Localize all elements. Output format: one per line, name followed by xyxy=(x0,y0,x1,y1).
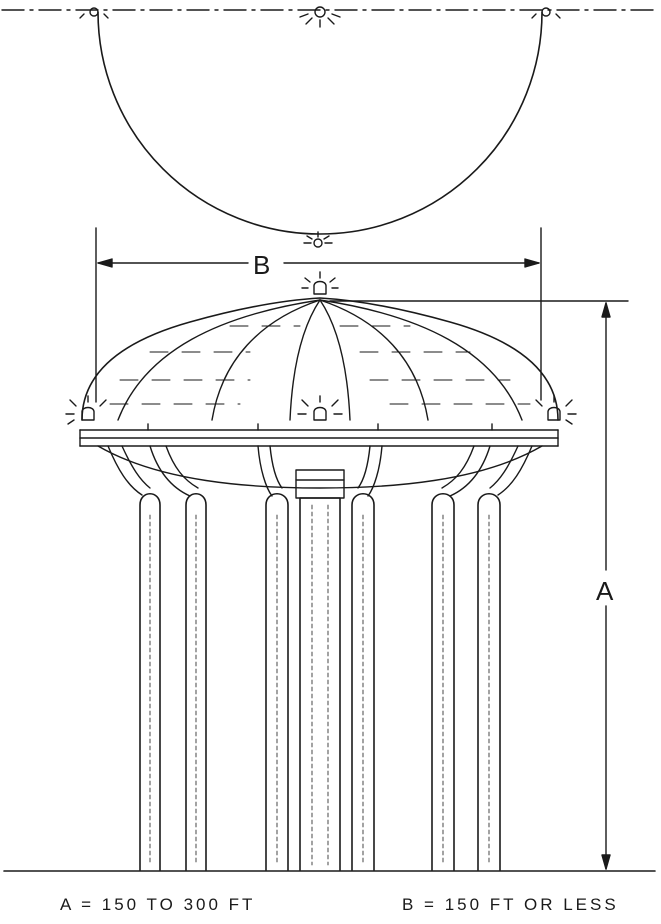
side-light-left-icon xyxy=(65,395,107,425)
side-light-center-icon xyxy=(297,395,343,421)
caption-a-range: A = 150 TO 300 FT xyxy=(60,895,256,914)
dimension-a-label: A xyxy=(596,576,616,606)
dimension-b-arrow-left xyxy=(97,258,113,268)
plan-light-bottom-icon xyxy=(303,231,333,248)
tank-bottom-bowl xyxy=(97,445,543,489)
plan-view-semicircle xyxy=(97,11,543,235)
column-2 xyxy=(185,492,207,871)
column-1 xyxy=(139,492,161,871)
dimension-a-arrow-top xyxy=(601,302,611,318)
plan-light-right-icon xyxy=(531,7,561,19)
side-light-right-icon xyxy=(535,395,577,425)
column-3 xyxy=(265,492,289,871)
support-brackets xyxy=(107,445,533,497)
caption-b-range: B = 150 FT OR LESS xyxy=(402,895,619,914)
top-light-icon xyxy=(301,271,339,295)
column-center xyxy=(299,497,341,871)
dimension-b-label: B xyxy=(253,250,273,280)
column-6 xyxy=(431,492,455,871)
tank xyxy=(79,297,559,499)
support-columns xyxy=(139,492,501,871)
plan-light-left-icon xyxy=(79,7,109,19)
center-riser-head xyxy=(295,469,345,499)
plan-light-center-icon xyxy=(299,6,341,28)
dimension-b-arrow-right xyxy=(524,258,540,268)
column-7 xyxy=(477,492,501,871)
dimension-a-arrow-bottom xyxy=(601,854,611,870)
tank-dome xyxy=(81,297,559,421)
column-5 xyxy=(351,492,375,871)
